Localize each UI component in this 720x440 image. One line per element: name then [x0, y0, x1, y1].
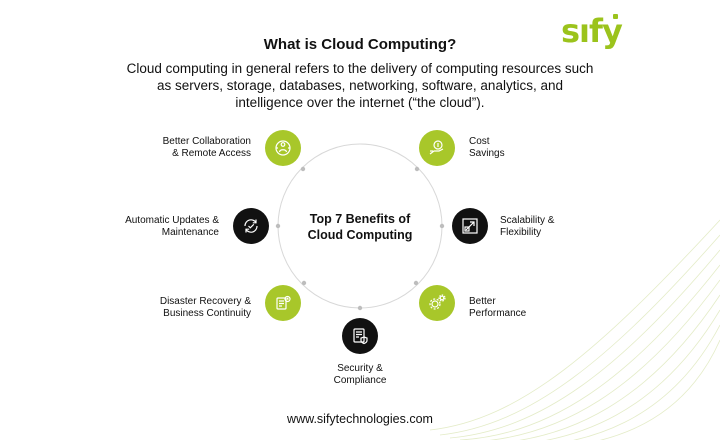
- benefit-label-line2: Savings: [469, 148, 505, 159]
- benefit-label-line1: Scalability &: [500, 215, 555, 226]
- benefit-node-disaster-recovery: [265, 285, 301, 321]
- benefit-label-line1: Disaster Recovery &: [159, 296, 251, 307]
- benefit-label-disaster-recovery: Disaster Recovery & Business Continuity: [130, 296, 251, 320]
- footer-url: www.sifytechnologies.com: [287, 412, 433, 426]
- update-icon: [244, 219, 258, 233]
- benefit-label-line1: Security &: [337, 363, 383, 374]
- benefit-label-scalability: Scalability & Flexibility: [500, 215, 580, 239]
- center-label-line1: Top 7 Benefits of: [309, 212, 411, 226]
- benefit-label-automatic-updates: Automatic Updates & Maintenance: [110, 215, 219, 239]
- center-label-line2: Cloud Computing: [307, 228, 413, 242]
- page-title: What is Cloud Computing?: [263, 36, 457, 53]
- logo-text: sıfy: [561, 12, 623, 50]
- benefit-node-security: [342, 318, 378, 354]
- performance-icon: [429, 294, 446, 310]
- benefit-node-automatic-updates: [233, 208, 269, 244]
- security-icon: [353, 328, 368, 345]
- benefit-node-collaboration: [265, 130, 301, 166]
- benefit-node-performance: [419, 285, 455, 321]
- recovery-icon: [276, 295, 291, 310]
- sify-logo: sıfy: [561, 12, 623, 50]
- benefit-label-line2: Performance: [469, 308, 527, 319]
- benefit-node-cost-savings: [419, 130, 455, 166]
- benefit-label-line1: Better Collaboration: [162, 136, 251, 147]
- benefit-label-line2: & Remote Access: [172, 148, 251, 159]
- benefit-label-security: Security & Compliance: [310, 363, 410, 387]
- benefit-label-line1: Better: [469, 296, 496, 307]
- center-label: Top 7 Benefits of Cloud Computing: [290, 211, 430, 243]
- benefit-label-line2: Business Continuity: [163, 308, 251, 319]
- decorative-waves: [430, 219, 720, 440]
- benefit-node-scalability: [452, 208, 488, 244]
- benefit-label-line1: Cost: [469, 136, 490, 147]
- benefit-label-line2: Compliance: [333, 375, 387, 386]
- description-text: Cloud computing in general refers to the…: [126, 61, 594, 110]
- benefit-label-performance: Better Performance: [469, 296, 549, 320]
- benefit-label-cost-savings: Cost Savings: [469, 136, 549, 160]
- collaboration-icon: [275, 140, 291, 156]
- ring-dots: [275, 166, 445, 311]
- benefit-label-line2: Flexibility: [500, 227, 542, 238]
- benefit-label-line2: Maintenance: [161, 227, 219, 238]
- scalability-icon: [462, 218, 478, 234]
- benefit-label-collaboration: Better Collaboration & Remote Access: [130, 136, 251, 160]
- cost-savings-icon: [429, 140, 444, 155]
- benefit-label-line1: Automatic Updates &: [125, 215, 219, 226]
- logo-dot: [613, 14, 618, 19]
